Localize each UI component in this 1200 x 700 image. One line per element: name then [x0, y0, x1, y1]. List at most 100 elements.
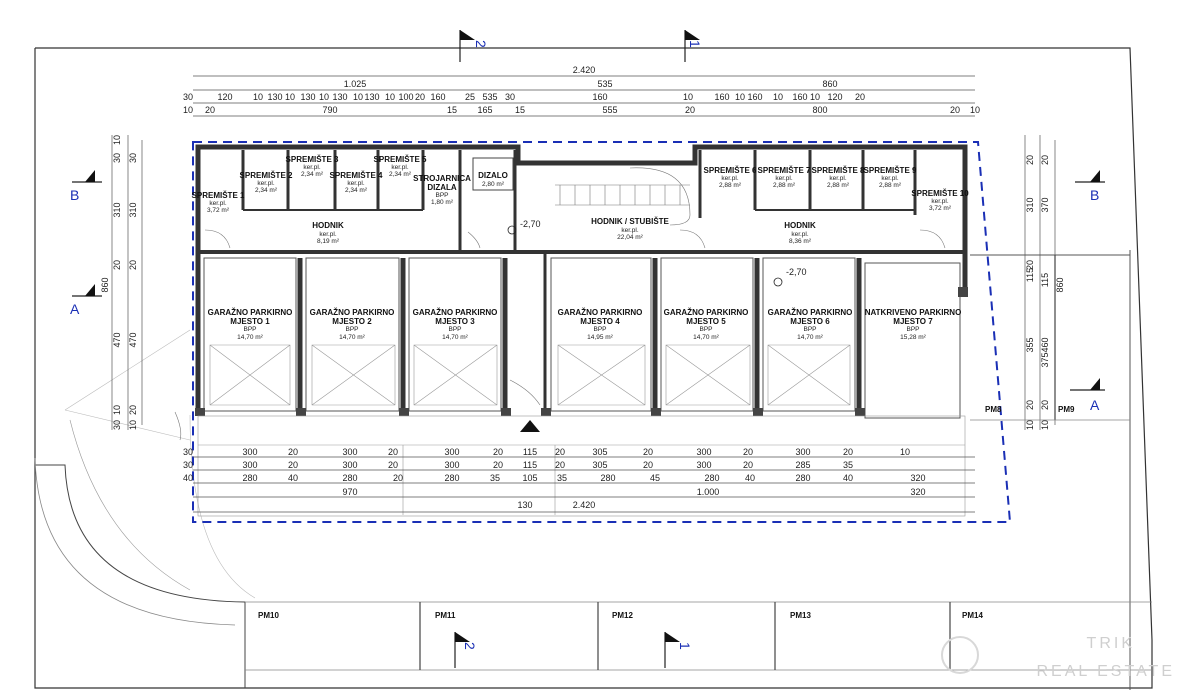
garage-number: MJESTO 5	[686, 317, 726, 326]
ramp-inner	[34, 457, 236, 626]
hodnik-right-name: HODNIK	[784, 221, 816, 230]
storage-name: SPREMIŠTE 5	[374, 155, 427, 164]
strojarnica-name-1: STROJARNICA	[413, 174, 471, 183]
level-left-value: -2,70	[520, 219, 541, 229]
dim-top-row3-item: 535	[482, 92, 497, 102]
dim-top-1: 1.025	[344, 79, 367, 89]
strojarnica-name-2: DIZALA	[427, 183, 457, 192]
pm14-label: PM14	[962, 611, 983, 620]
dim-top-row3-item: 120	[827, 92, 842, 102]
storage-area: 2,88 m²	[827, 182, 850, 189]
garage-name: GARAŽNO PARKIRNO	[664, 308, 749, 317]
ramp-outer	[35, 464, 246, 688]
dim-bottom-row1-item: 20	[388, 447, 398, 457]
pm13-label: PM13	[790, 611, 811, 620]
hodnik-left-area: 8,19 m²	[317, 238, 340, 245]
section-1-top: 1	[687, 40, 703, 48]
storage-area: 2,34 m²	[301, 171, 324, 178]
front-piers	[195, 287, 968, 416]
dim-top-row3-item: 10	[683, 92, 693, 102]
garage-name: GARAŽNO PARKIRNO	[310, 308, 395, 317]
right-dim-outer: 10	[1025, 420, 1035, 430]
right-dim-inner: 20	[1040, 155, 1050, 165]
left-dim-outer: 30	[112, 420, 122, 430]
dim-bottom-row3-item: 280	[444, 473, 459, 483]
parking-x-marks	[209, 344, 851, 406]
dim-bottom-row1-item: 300	[342, 447, 357, 457]
watermark: TRIK REAL ESTATE	[941, 635, 1172, 680]
section-2-top: 2	[473, 40, 489, 48]
strojarnica-area: 1,80 m²	[431, 199, 454, 206]
storage-area: 2,88 m²	[773, 182, 796, 189]
stubiste-area: 22,04 m²	[617, 234, 643, 241]
storage-name: SPREMIŠTE 6	[704, 166, 757, 175]
dim-top-row3-item: 10	[385, 92, 395, 102]
dim-top-row3-item: 10	[319, 92, 329, 102]
left-dim-inner: 20	[128, 405, 138, 415]
right-dim-inner: 375	[1040, 352, 1050, 367]
garage-name: NATKRIVENO PARKIRNO	[865, 308, 962, 317]
right-dim-outer: 355	[1025, 337, 1035, 352]
dim-top-row3-item: 20	[415, 92, 425, 102]
storage-name: SPREMIŠTE 10	[911, 189, 969, 198]
site-boundary	[34, 47, 1153, 689]
storage-area: 3,72 m²	[929, 205, 952, 212]
right-dim-outer: 20	[1025, 260, 1035, 270]
dim-bottom-row1-item: 115	[523, 447, 537, 457]
storage-type: ker.pl.	[209, 200, 227, 207]
garage-area: 14,95 m²	[587, 334, 613, 341]
dim-total-top: 2.420	[573, 65, 596, 75]
garage-type: BPP	[803, 326, 816, 333]
dim-top-row3-item: 10	[285, 92, 295, 102]
garage-number: MJESTO 1	[230, 317, 270, 326]
dim-top-row3-item: 100	[398, 92, 413, 102]
left-dim-inner: 20	[128, 260, 138, 270]
dim-bottom-row3-item: 45	[650, 473, 660, 483]
dim-bottom-1000: 1.000	[697, 487, 720, 497]
storage-type: ker.pl.	[391, 164, 409, 171]
storage-walls	[241, 150, 917, 415]
garage-area: 14,70 m²	[797, 334, 823, 341]
ramp-edge	[64, 409, 191, 441]
dim-bottom-row2-item: 300	[444, 460, 459, 470]
dim-top-row4-item: 165	[477, 105, 492, 115]
dim-top-row3-item: 160	[747, 92, 762, 102]
garage-number: MJESTO 3	[435, 317, 475, 326]
dim-top-row4-item: 20	[205, 105, 215, 115]
dim-top-row3-item: 10	[735, 92, 745, 102]
dim-bottom-row3-item: 40	[843, 473, 853, 483]
ramp-hatch	[69, 419, 191, 591]
garage-type: BPP	[906, 326, 919, 333]
dim-top-row3-item: 30	[183, 92, 193, 102]
dim-bottom-row2-item: 115	[523, 460, 537, 470]
dim-bottom-row3-item: 280	[704, 473, 719, 483]
section-1-bottom: 1	[677, 642, 693, 650]
storage-name: SPREMIŠTE 2	[240, 171, 293, 180]
storage-type: ker.pl.	[347, 180, 365, 187]
dim-bottom-row2-item: 20	[555, 460, 565, 470]
storage-name: SPREMIŠTE 7	[758, 166, 811, 175]
pm11-label: PM11	[435, 611, 456, 620]
dim-bottom-970: 970	[342, 487, 357, 497]
pm8-label: PM8	[985, 405, 1002, 414]
dim-top-row4-item: 10	[970, 105, 980, 115]
section-b-left: B	[70, 187, 79, 203]
left-dim-outer: 310	[112, 202, 122, 217]
right-dim-inner: 10	[1040, 420, 1050, 430]
left-dim-inner: 30	[128, 153, 138, 163]
dim-bottom-row2-item: 35	[843, 460, 853, 470]
dim-bottom-row3-item: 280	[242, 473, 257, 483]
dim-top-row3-item: 10	[253, 92, 263, 102]
left-dim-outer: 20	[112, 260, 122, 270]
garage-type: BPP	[345, 326, 358, 333]
left-dim-outer: 10	[112, 135, 122, 145]
dim-top-3: 860	[822, 79, 837, 89]
garage-type: BPP	[593, 326, 606, 333]
dim-bottom-row2-item: 20	[288, 460, 298, 470]
dim-top-row3-item: 10	[810, 92, 820, 102]
top-dim-lines	[193, 75, 975, 117]
dim-top-row3-item: 10	[773, 92, 783, 102]
dim-bottom-row1-item: 10	[900, 447, 910, 457]
